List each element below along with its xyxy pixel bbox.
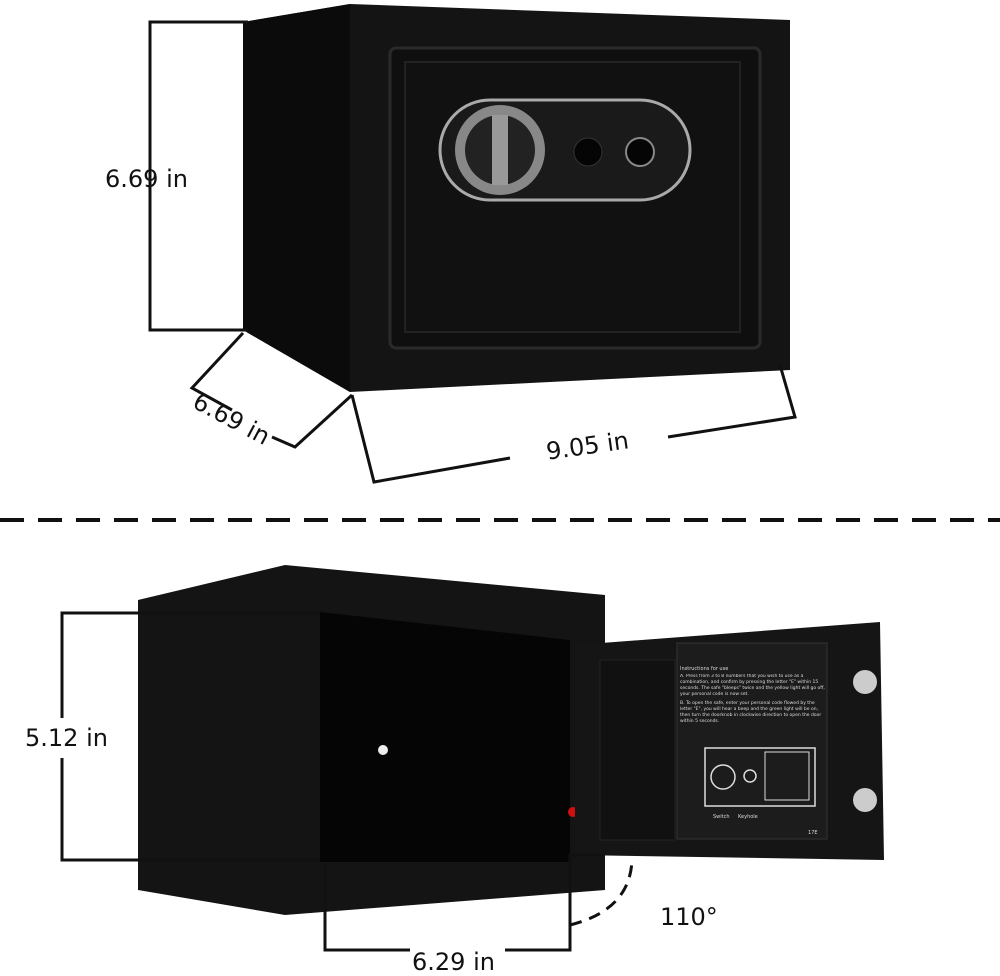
bottom-depth-label: 6.29 in	[412, 948, 495, 976]
bottom-height-label: 5.12 in	[25, 724, 108, 752]
bottom-dimension-lines	[60, 611, 634, 952]
instructions-step-a: A. Press from 3 to 8 numbers that you wi…	[680, 674, 825, 697]
safe-open	[138, 565, 884, 915]
instructions-step-b: B. To open the safe, enter your personal…	[680, 701, 822, 724]
top-height-label: 6.69 in	[105, 165, 188, 193]
instructions-title: Instructions for use	[680, 666, 728, 672]
hinge-bolt	[853, 670, 877, 694]
model-number: 17E	[808, 830, 818, 836]
top-dimension-lines	[148, 20, 797, 484]
hinge-bolt	[853, 788, 877, 812]
safe-closed	[243, 4, 790, 392]
keyhole-label: Keyhole	[738, 814, 758, 820]
switch-label: Switch	[713, 814, 730, 820]
door-angle-label: 110°	[660, 903, 718, 931]
